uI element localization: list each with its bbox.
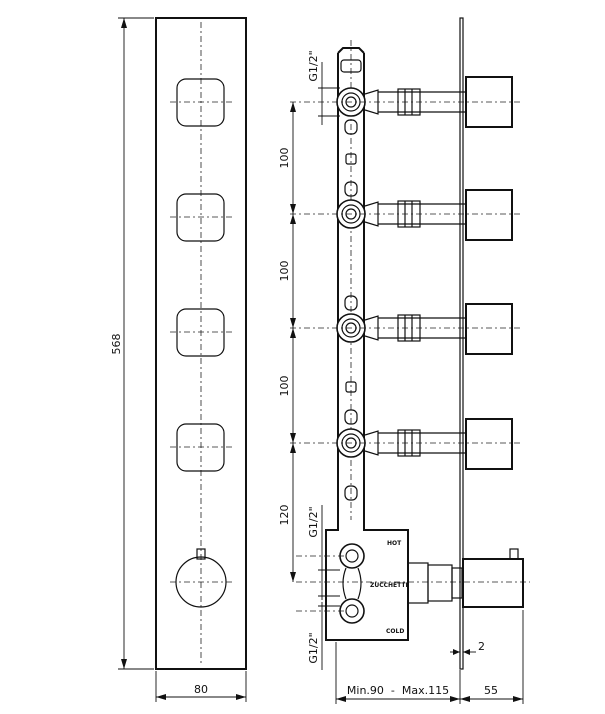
control-knob-4 bbox=[176, 423, 225, 472]
valve-outlet-4 bbox=[290, 418, 520, 470]
thread-label-mid: G1/2" bbox=[307, 506, 320, 537]
valve-outlet-2 bbox=[290, 189, 520, 241]
spacing-label-3: 100 bbox=[278, 376, 291, 397]
plate-thickness-label: 2 bbox=[478, 640, 485, 653]
width-dimension: 80 bbox=[155, 671, 247, 702]
depth-label: Min.90 - Max.115 bbox=[347, 684, 449, 697]
thermostatic-body: HOT ZUCCHETTI COLD bbox=[296, 520, 530, 641]
spacing-label-1: 100 bbox=[278, 148, 291, 169]
hot-label: HOT bbox=[387, 540, 402, 547]
thread-label-top: G1/2" bbox=[307, 50, 320, 81]
depth-dimensions: Min.90 - Max.115 55 bbox=[335, 610, 524, 704]
spacing-dimensions: 100 100 100 120 bbox=[278, 102, 296, 582]
plate-depth-label: 55 bbox=[484, 684, 498, 697]
height-dimension: 568 bbox=[110, 17, 154, 670]
width-label: 80 bbox=[194, 683, 208, 696]
control-knob-1 bbox=[176, 78, 225, 127]
cold-label: COLD bbox=[386, 628, 404, 635]
plate-thickness-dimension: 2 bbox=[450, 640, 485, 655]
spacing-label-2: 100 bbox=[278, 261, 291, 282]
control-knob-2 bbox=[176, 193, 225, 242]
front-view: 568 80 bbox=[110, 17, 247, 702]
thermostat-handle bbox=[170, 548, 232, 608]
spacing-label-4: 120 bbox=[278, 505, 291, 526]
thread-callouts: G1/2" G1/2" G1/2" bbox=[307, 50, 340, 670]
brand-label: ZUCCHETTI bbox=[370, 582, 408, 589]
valve-outlet-1 bbox=[290, 76, 520, 128]
thread-label-bottom: G1/2" bbox=[307, 632, 320, 663]
wall-plate bbox=[459, 17, 464, 670]
height-label: 568 bbox=[110, 334, 123, 355]
side-view: HOT ZUCCHETTI COLD 100 10 bbox=[278, 17, 530, 704]
control-knob-3 bbox=[176, 308, 225, 357]
front-plate bbox=[155, 17, 247, 670]
valve-outlet-3 bbox=[290, 303, 520, 355]
thermostat-cartridge bbox=[407, 548, 524, 608]
